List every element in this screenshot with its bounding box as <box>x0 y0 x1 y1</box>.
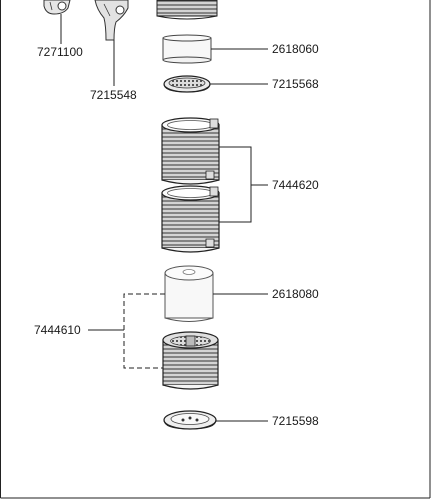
hook-part-icon <box>94 0 129 41</box>
part-label-7215598: 7215598 <box>272 414 319 428</box>
sponge-disk-icon <box>162 34 212 64</box>
part-label-7444610: 7444610 <box>34 323 81 337</box>
grated-lid-icon <box>163 75 211 93</box>
part-label-7215548: 7215548 <box>90 88 137 102</box>
bracket-7444610 <box>123 293 165 369</box>
base-plate-icon <box>163 410 217 430</box>
part-label-7215568: 7215568 <box>272 77 319 91</box>
filter-basket-upper-icon <box>161 117 220 185</box>
bottom-basket-icon <box>162 331 219 390</box>
clip-part-icon <box>43 0 71 15</box>
filter-basket-lower-icon <box>161 185 220 253</box>
part-label-2618060: 2618060 <box>272 42 319 56</box>
top-basket-icon <box>156 0 218 20</box>
part-label-7444620: 7444620 <box>272 178 319 192</box>
bracket-7444620 <box>219 146 268 223</box>
part-label-7271100: 7271100 <box>37 45 83 59</box>
foam-cylinder-icon <box>164 265 214 322</box>
part-label-2618080: 2618080 <box>272 287 319 301</box>
